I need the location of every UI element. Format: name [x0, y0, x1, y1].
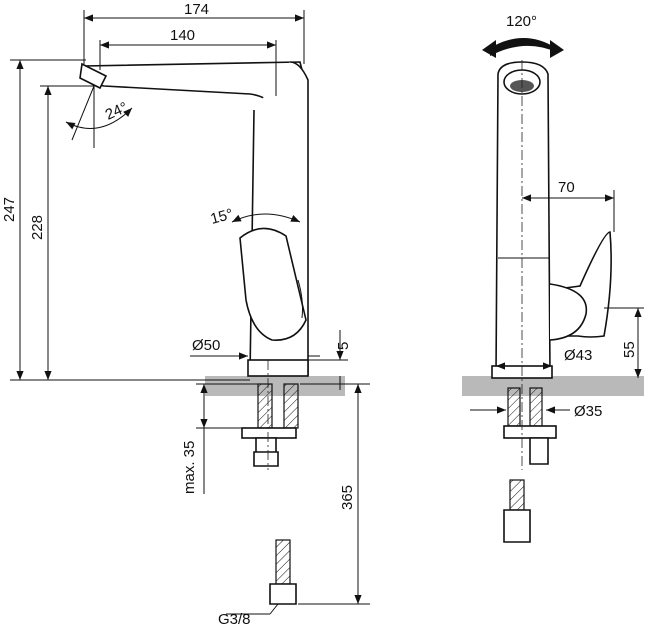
dim-base-thickness: 5 [335, 342, 352, 350]
dim-width-spout: 140 [170, 27, 195, 44]
swivel-arrow [490, 38, 556, 56]
dim-lever-reach: 70 [558, 179, 575, 196]
angle-line [71, 85, 95, 141]
base-ring [247, 359, 309, 377]
fixing-plate [241, 427, 297, 439]
lever-detail [297, 279, 303, 319]
angle-arc-24 [65, 107, 133, 130]
dim-angle-spout: 24° [103, 99, 131, 124]
dim-width-total: 174 [184, 1, 209, 18]
hose-nut [253, 437, 279, 467]
threaded-stud-right [283, 383, 299, 429]
dim-diameter-base: Ø50 [192, 337, 220, 354]
dim-angle-lever: 15° [209, 206, 235, 228]
swivel-arrow-head-right [550, 40, 564, 58]
leader-g38b [269, 603, 279, 615]
swivel-arrow-head-left [482, 40, 496, 58]
front-hose-end [509, 479, 525, 511]
aerator [79, 62, 108, 90]
dim-swivel-angle: 120° [506, 13, 537, 30]
lever-handle [239, 227, 307, 341]
dim-max-counter: max. 35 [181, 441, 198, 494]
side-view: 174 140 247 228 24° 15° Ø50 5 [1, 1, 370, 628]
dim-lever-height: 55 [621, 341, 638, 358]
dim-hose-length: 365 [339, 485, 356, 510]
front-hose-nut-bottom [503, 509, 531, 543]
hose-nut-bottom [269, 583, 297, 605]
dim-thread: G3/8 [218, 611, 251, 628]
dim-diameter-lever: Ø43 [564, 347, 592, 364]
countertop-left [205, 376, 345, 396]
front-view: 120° 70 55 Ø43 Ø35 [462, 13, 644, 543]
dim-height-spout: 228 [29, 215, 46, 240]
hose-end [275, 539, 291, 585]
dim-height-total: 247 [1, 197, 18, 222]
dim-diameter-hole: Ø35 [574, 403, 602, 420]
front-body [495, 61, 551, 376]
front-stud-right [529, 387, 543, 427]
lever-cartridge [549, 283, 588, 341]
front-fixing-plate [503, 425, 557, 439]
angle-arc-15 [231, 213, 301, 223]
threaded-stud-left [257, 383, 273, 429]
front-hose-nut [529, 437, 549, 465]
countertop-right [462, 376, 644, 396]
front-stud-left [507, 387, 521, 427]
